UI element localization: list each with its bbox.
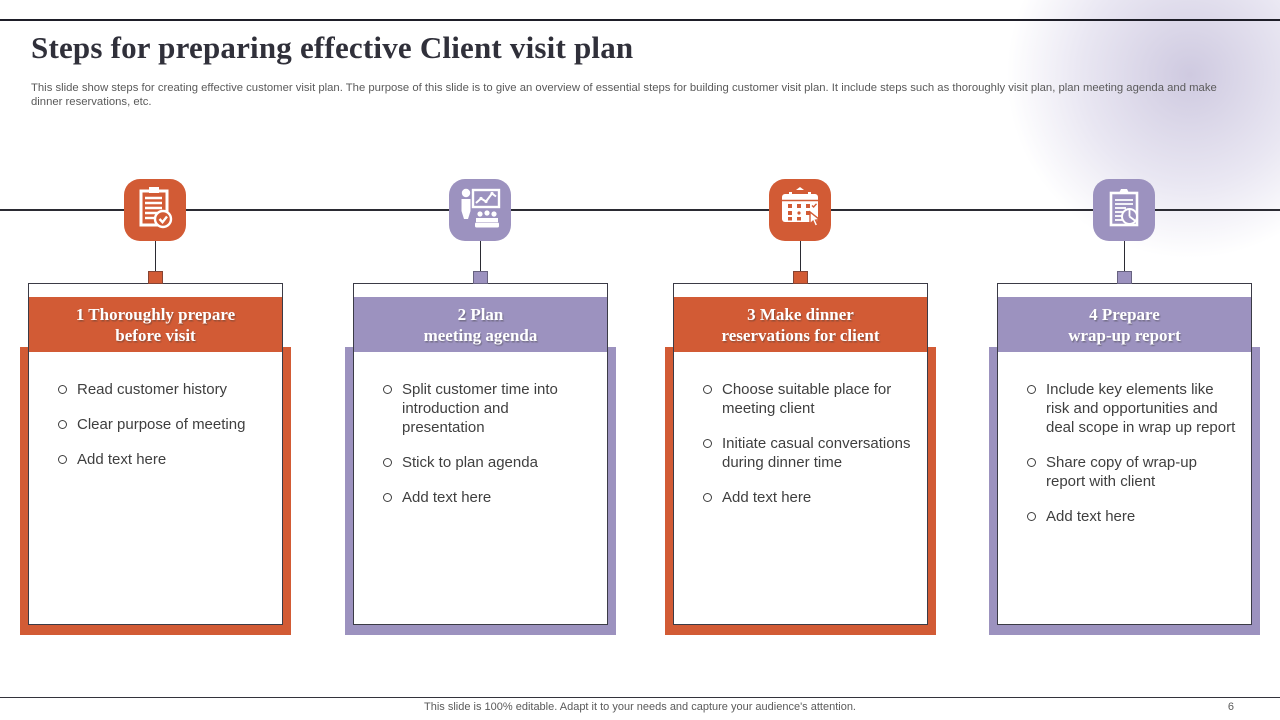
calendar-click-icon <box>769 179 831 241</box>
step-card-4: 4 Prepare wrap-up report Include key ele… <box>997 283 1252 625</box>
connector-square <box>473 271 488 284</box>
bullet-item: Include key elements like risk and oppor… <box>1010 380 1237 437</box>
slide-description: This slide show steps for creating effec… <box>31 82 1217 108</box>
clipboard-check-icon <box>124 179 186 241</box>
connector-line <box>479 241 481 283</box>
timeline-line <box>0 209 1280 211</box>
bullet-item: Add text here <box>41 450 268 469</box>
bullet-item: Share copy of wrap-up report with client <box>1010 453 1237 491</box>
bullet-list: Include key elements like risk and oppor… <box>1010 380 1237 526</box>
page-title: Steps for preparing effective Client vis… <box>31 30 634 65</box>
bullet-list: Read customer history Clear purpose of m… <box>41 380 268 469</box>
connector-square <box>793 271 808 284</box>
bullet-item: Clear purpose of meeting <box>41 415 268 434</box>
step-card-title: 2 Plan meeting agenda <box>354 297 607 352</box>
bullet-item: Initiate casual conversations during din… <box>686 434 913 472</box>
connector-square <box>148 271 163 284</box>
report-pie-chart-icon <box>1093 179 1155 241</box>
footer-divider-line <box>0 697 1280 698</box>
connector-line <box>799 241 801 283</box>
bullet-item: Add text here <box>686 488 913 507</box>
bullet-item: Read customer history <box>41 380 268 399</box>
step-card-title: 1 Thoroughly prepare before visit <box>29 297 282 352</box>
bullet-item: Stick to plan agenda <box>366 453 593 472</box>
step-card-3: 3 Make dinner reservations for client Ch… <box>673 283 928 625</box>
step-card-title: 4 Prepare wrap-up report <box>998 297 1251 352</box>
top-divider-line <box>0 19 1280 21</box>
bullet-item: Add text here <box>366 488 593 507</box>
bullet-list: Split customer time into introduction an… <box>366 380 593 507</box>
connector-square <box>1117 271 1132 284</box>
page-number: 6 <box>1227 701 1234 713</box>
footer-note: This slide is 100% editable. Adapt it to… <box>424 701 856 713</box>
bullet-item: Add text here <box>1010 507 1237 526</box>
connector-line <box>1123 241 1125 283</box>
connector-line <box>154 241 156 283</box>
bullet-list: Choose suitable place for meeting client… <box>686 380 913 507</box>
step-card-2: 2 Plan meeting agenda Split customer tim… <box>353 283 608 625</box>
bullet-item: Split customer time into introduction an… <box>366 380 593 437</box>
step-card-title: 3 Make dinner reservations for client <box>674 297 927 352</box>
bullet-item: Choose suitable place for meeting client <box>686 380 913 418</box>
step-card-1: 1 Thoroughly prepare before visit Read c… <box>28 283 283 625</box>
presentation-audience-icon <box>449 179 511 241</box>
